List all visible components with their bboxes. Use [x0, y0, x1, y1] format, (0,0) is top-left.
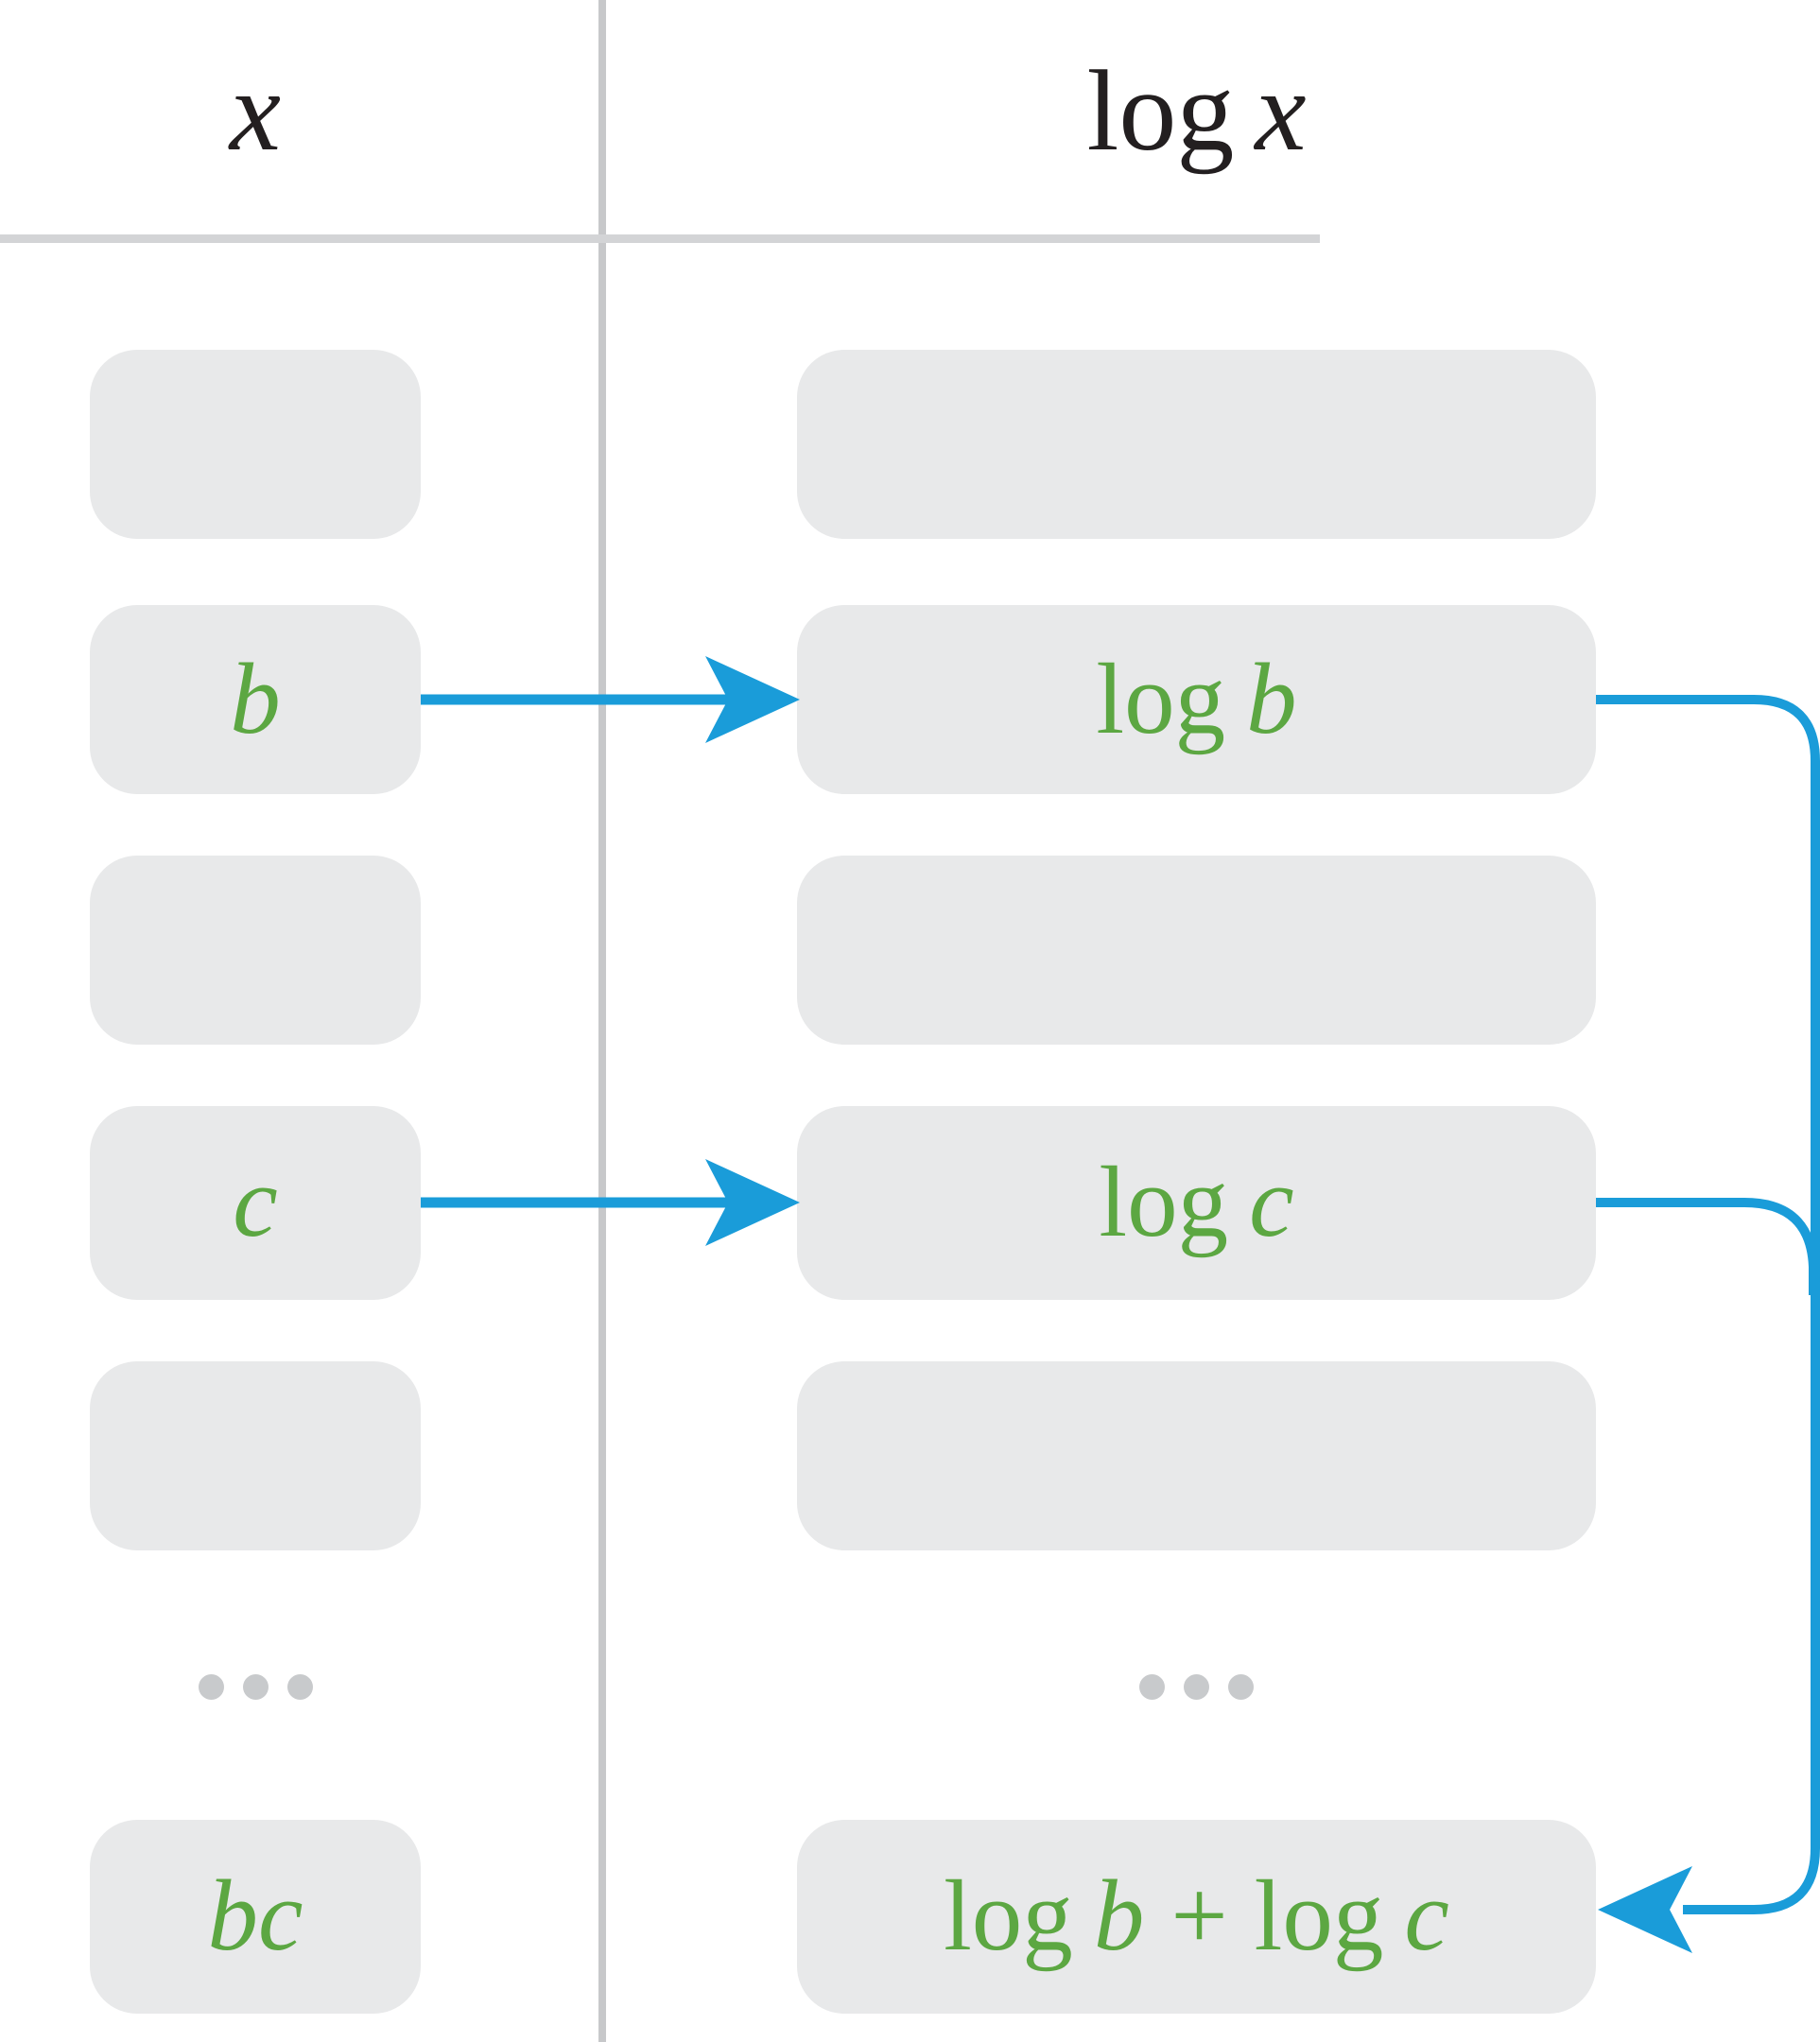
- ellipsis-dot: [198, 1674, 224, 1700]
- arrow-c-to-logc: [421, 1159, 800, 1246]
- cell-logb-var: b: [1246, 643, 1297, 755]
- header-x-label: x: [229, 46, 282, 175]
- cell-x-empty-3: [90, 1361, 421, 1550]
- cell-logb-fn: log: [1096, 643, 1226, 755]
- cell-x-bc: bc: [90, 1820, 421, 2014]
- ellipsis-dot: [1184, 1674, 1209, 1700]
- ellipsis-logx-column: [797, 1674, 1596, 1700]
- connector-logc-to-sum: [1596, 1198, 1818, 1295]
- ellipsis-dot: [1228, 1674, 1254, 1700]
- cell-sum-fn1: log: [944, 1860, 1073, 1972]
- ellipsis-dot: [242, 1674, 269, 1700]
- column-divider: [598, 0, 606, 2042]
- cell-sum-fn2: log: [1254, 1860, 1384, 1972]
- header-logx-fn: log: [1086, 46, 1235, 175]
- cell-logc-var: c: [1249, 1147, 1294, 1258]
- arrow-b-head-icon: [705, 656, 800, 743]
- ellipsis-dot: [1139, 1674, 1165, 1700]
- cell-logx-empty-3: [797, 1361, 1596, 1550]
- cell-x-empty-1: [90, 350, 421, 539]
- cell-x-b: b: [90, 605, 421, 794]
- header-rule: [0, 234, 1320, 243]
- column-header-x: x: [90, 0, 421, 222]
- cell-logx-empty-2: [797, 856, 1596, 1045]
- cell-x-b-label: b: [230, 643, 281, 755]
- sum-arrow-head-icon: [1598, 1866, 1692, 1953]
- cell-sum-plus: +: [1170, 1860, 1228, 1972]
- connector-logb-to-sum: [1596, 695, 1820, 1914]
- cell-logc-fn: log: [1099, 1147, 1229, 1258]
- cell-logx-empty-1: [797, 350, 1596, 539]
- cell-x-c: c: [90, 1106, 421, 1300]
- header-logx-var: x: [1255, 46, 1307, 175]
- ellipsis-dot: [286, 1674, 313, 1700]
- arrow-c-head-icon: [705, 1159, 800, 1246]
- arrow-b-to-logb: [421, 656, 800, 743]
- cell-x-bc-label: bc: [207, 1860, 303, 1972]
- cell-sum-var1: b: [1093, 1860, 1145, 1972]
- cell-x-empty-2: [90, 856, 421, 1045]
- ellipsis-x-column: [90, 1674, 421, 1700]
- cell-sum-var2: c: [1404, 1860, 1449, 1972]
- cell-x-c-label: c: [233, 1147, 278, 1258]
